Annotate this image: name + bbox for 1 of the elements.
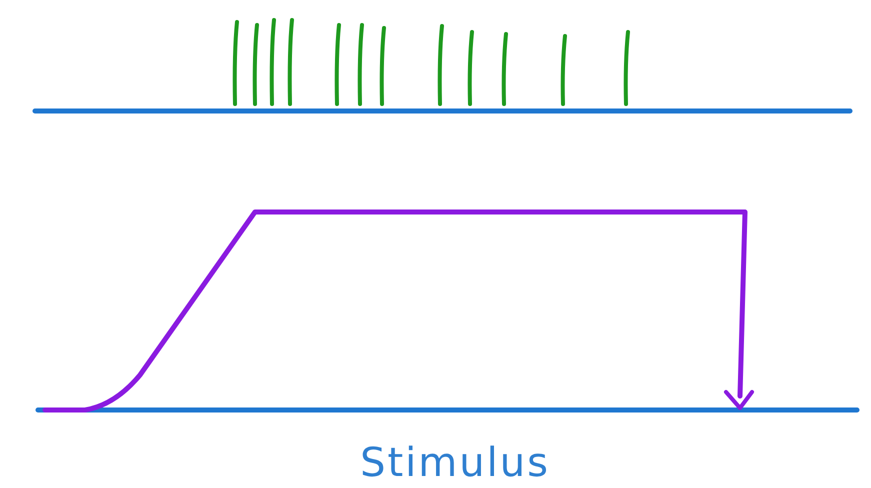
axis-label: Stimulus <box>359 440 551 486</box>
